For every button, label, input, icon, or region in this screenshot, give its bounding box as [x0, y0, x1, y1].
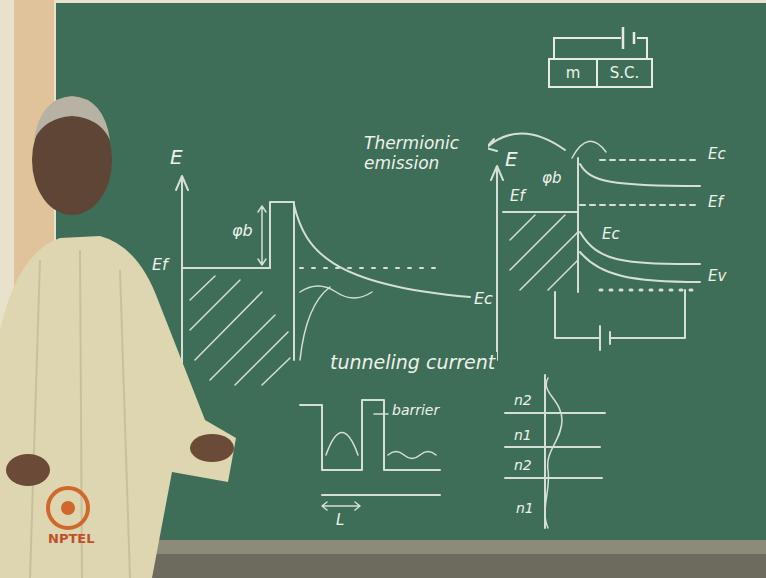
barrier-height: φb: [230, 222, 255, 240]
box-label: S.C.: [610, 64, 640, 82]
box-label: m: [566, 64, 581, 82]
axis-label: E: [503, 148, 520, 171]
lecturer: [0, 96, 236, 578]
energy-level: Ec: [600, 226, 622, 243]
floor-strip: [56, 554, 766, 578]
axis-label: E: [168, 146, 185, 169]
energy-level: Ec: [706, 146, 728, 163]
watermark: NPTEL: [46, 532, 96, 547]
energy-level: Ef: [150, 256, 170, 274]
chalk-drawing: [176, 133, 700, 528]
dimension: L: [334, 512, 346, 529]
annotation: Thermionic emission: [362, 134, 488, 173]
energy-level: Ef: [508, 188, 527, 205]
barrier-height: φb: [540, 170, 563, 187]
annotation: barrier: [390, 402, 441, 418]
battery-plates: [623, 27, 634, 49]
circuit-box: S.C.: [596, 58, 653, 88]
level-label: n2: [512, 457, 534, 473]
energy-level: Ec: [472, 290, 495, 308]
energy-level: Ev: [706, 268, 728, 285]
level-label: n2: [512, 392, 534, 408]
level-label: n1: [514, 500, 536, 516]
chalk-tray: [56, 540, 766, 554]
annotation: tunneling current: [328, 352, 497, 374]
level-label: n1: [512, 427, 534, 443]
energy-level: Ef: [706, 194, 725, 211]
circuit-box: m: [548, 58, 598, 88]
